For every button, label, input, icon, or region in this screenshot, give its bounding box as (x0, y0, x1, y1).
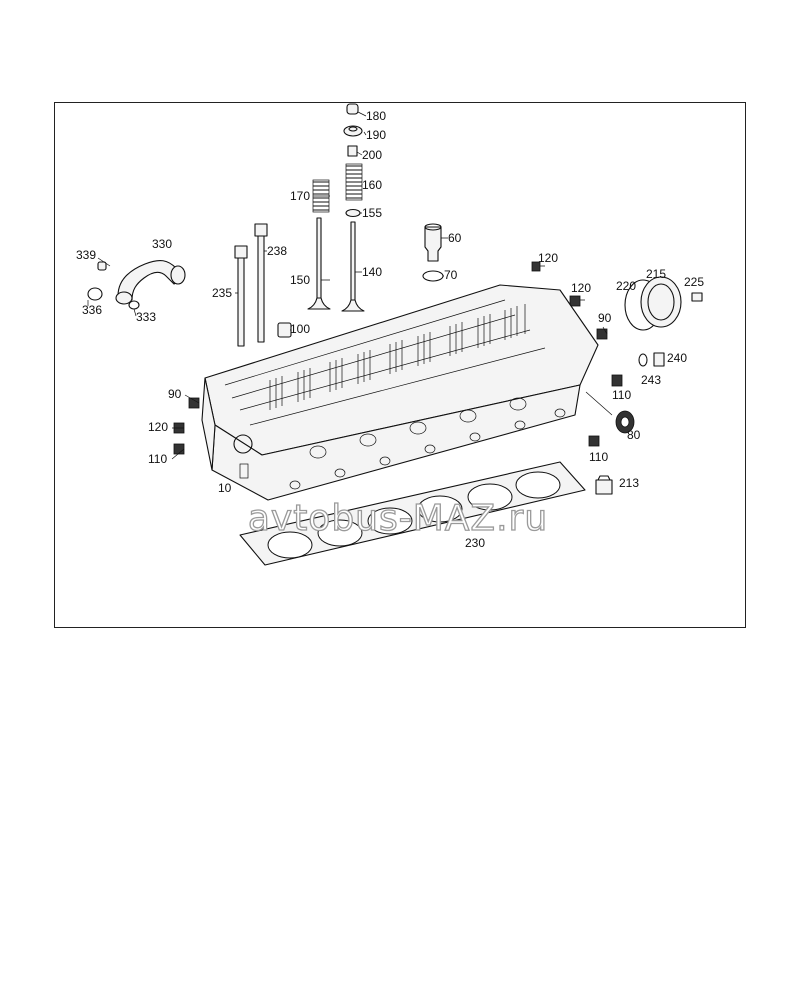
label-70: 70 (444, 268, 458, 282)
part-80-seal-plug (615, 410, 635, 434)
label-330: 330 (152, 237, 172, 251)
label-110-left: 110 (148, 452, 167, 466)
part-230-head-gasket (239, 461, 586, 566)
part-333-seal (128, 300, 140, 310)
part-70-seal-ring (422, 270, 444, 282)
label-90-left: 90 (168, 387, 182, 401)
part-200-keeper (347, 145, 358, 157)
label-238: 238 (267, 244, 287, 258)
label-120-left: 120 (148, 420, 168, 434)
part-238-bolt (254, 223, 268, 343)
installed-valve-springs (269, 304, 526, 410)
part-110-plug-bottom (588, 435, 600, 447)
part-90-plug-left (188, 397, 200, 409)
label-100: 100 (290, 322, 310, 336)
part-110-plug-right (611, 374, 623, 387)
label-155: 155 (362, 206, 382, 220)
part-labels: 180 190 200 160 170 155 60 70 140 150 23… (76, 109, 704, 550)
label-215: 215 (646, 267, 666, 281)
label-235: 235 (212, 286, 232, 300)
label-213: 213 (619, 476, 639, 490)
part-60-injector-sleeve (424, 223, 442, 262)
watermark-text: avtobus-MAZ.ru (248, 498, 548, 539)
label-200: 200 (362, 148, 382, 162)
label-339: 339 (76, 248, 96, 262)
part-110-plug-left (173, 443, 185, 455)
label-120-right: 120 (571, 281, 591, 295)
part-90-plug-right (596, 328, 608, 340)
label-120-top: 120 (538, 251, 558, 265)
valve-stack-left (307, 179, 331, 310)
part-120-plug-top (531, 261, 541, 272)
label-336: 336 (82, 303, 102, 317)
part-240-fitting (653, 352, 665, 367)
label-10: 10 (218, 481, 232, 495)
label-190: 190 (366, 128, 386, 142)
part-213-sensor (595, 475, 613, 495)
label-110-bottom: 110 (589, 450, 608, 464)
part-330-coolant-pipe (115, 259, 186, 305)
label-180: 180 (366, 109, 386, 123)
label-80: 80 (627, 428, 641, 442)
part-235-bolt (234, 245, 248, 347)
part-160-spring (345, 163, 363, 201)
part-150-valve (307, 217, 331, 310)
part-180-cap (346, 103, 359, 115)
part-243-ring (638, 353, 648, 367)
label-240: 240 (667, 351, 687, 365)
label-225: 225 (684, 275, 704, 289)
label-110-right: 110 (612, 388, 631, 402)
part-215-cover (640, 276, 682, 328)
label-243: 243 (641, 373, 661, 387)
part-140-valve (341, 221, 365, 312)
leader-lines (87, 111, 613, 460)
label-170: 170 (290, 189, 310, 203)
label-220: 220 (616, 279, 636, 293)
label-60: 60 (448, 231, 462, 245)
part-155-seat (345, 208, 361, 218)
valve-stack-right (341, 103, 365, 312)
label-230: 230 (465, 536, 485, 550)
label-140: 140 (362, 265, 382, 279)
label-160: 160 (362, 178, 382, 192)
part-120-plug-right (569, 295, 581, 307)
label-90-right: 90 (598, 311, 612, 325)
label-333: 333 (136, 310, 156, 324)
part-339-screw (97, 261, 107, 271)
part-336-clamp (87, 287, 103, 301)
part-10-cylinder-head (201, 284, 599, 501)
label-150: 150 (290, 273, 310, 287)
part-225-screw (691, 292, 703, 302)
